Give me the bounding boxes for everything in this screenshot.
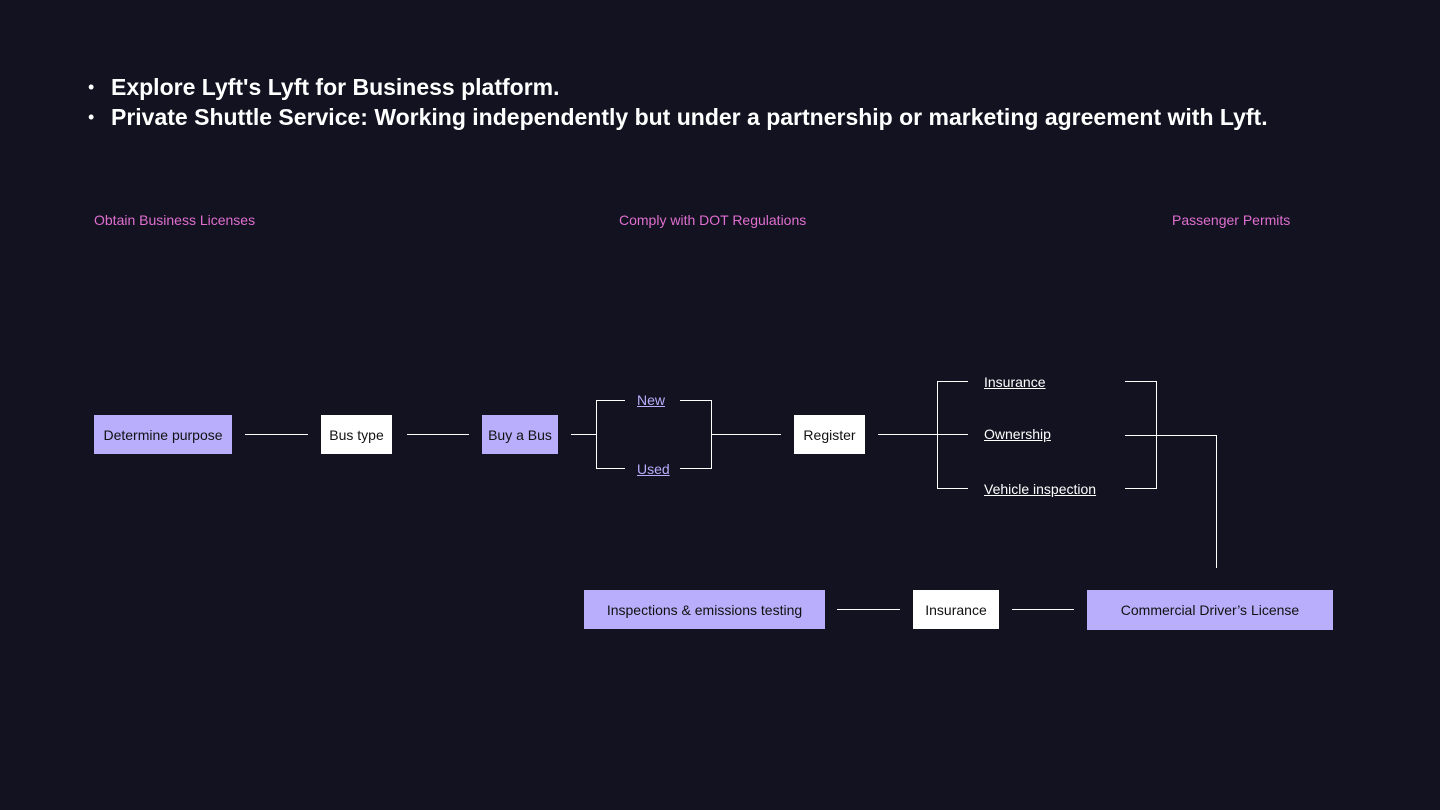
section-label-passenger-permits: Passenger Permits <box>1172 212 1291 228</box>
ownership-option-link[interactable]: Ownership <box>984 426 1051 442</box>
determine-purpose-node[interactable]: Determine purpose <box>94 415 232 454</box>
insurance-node[interactable]: Insurance <box>913 590 999 629</box>
buy-a-bus-label: Buy a Bus <box>488 426 552 443</box>
used-bus-link[interactable]: Used <box>637 461 670 477</box>
insurance-label: Insurance <box>925 601 987 618</box>
section-label-dot-regulations: Comply with DOT Regulations <box>619 212 807 228</box>
cdl-node[interactable]: Commercial Driver’s License <box>1087 590 1333 630</box>
bullet-list: Explore Lyft's Lyft for Business platfor… <box>86 72 1268 132</box>
bullet-item: Private Shuttle Service: Working indepen… <box>86 102 1268 132</box>
bus-type-label: Bus type <box>329 426 384 443</box>
vehicle-inspection-option-link[interactable]: Vehicle inspection <box>984 481 1097 497</box>
cdl-label: Commercial Driver’s License <box>1120 602 1300 618</box>
bracket-new-used-left <box>596 400 625 469</box>
new-bus-link[interactable]: New <box>637 392 666 408</box>
bracket-options-left <box>937 381 968 489</box>
inspections-emissions-node[interactable]: Inspections & emissions testing <box>584 590 825 629</box>
register-node[interactable]: Register <box>794 415 865 454</box>
bracket-new-used-right <box>680 400 712 469</box>
connector-options-cdl <box>1125 435 1217 568</box>
inspections-emissions-label: Inspections & emissions testing <box>606 601 803 618</box>
insurance-option-link[interactable]: Insurance <box>984 374 1046 390</box>
determine-purpose-label: Determine purpose <box>103 426 223 443</box>
bus-type-node[interactable]: Bus type <box>321 415 392 454</box>
section-label-business-licenses: Obtain Business Licenses <box>94 212 256 228</box>
register-label: Register <box>803 426 856 443</box>
bullet-item: Explore Lyft's Lyft for Business platfor… <box>86 72 1268 102</box>
buy-a-bus-node[interactable]: Buy a Bus <box>482 415 558 454</box>
